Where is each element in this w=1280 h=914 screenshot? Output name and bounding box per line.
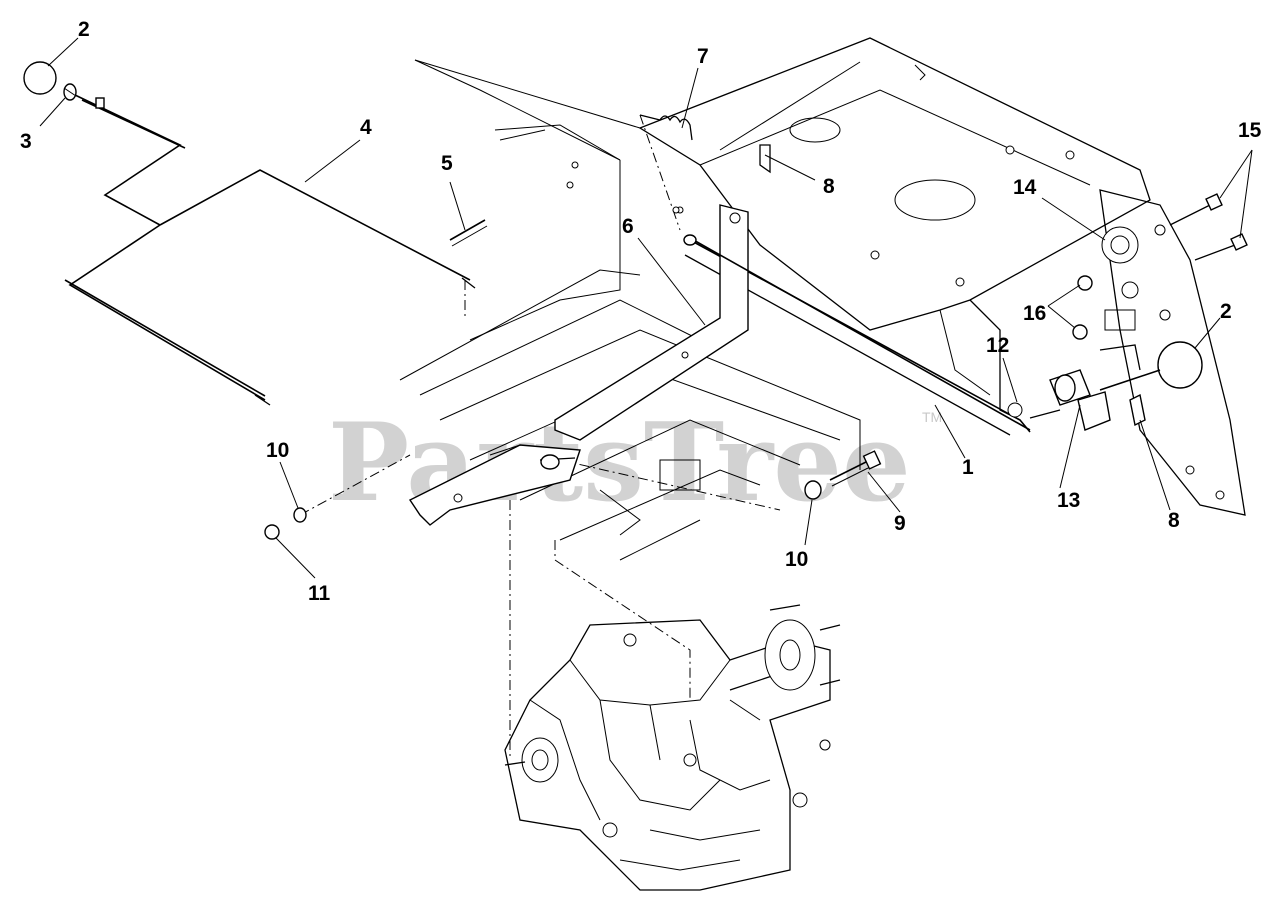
callout-16: 16 [1023,302,1046,325]
callout-13: 13 [1057,489,1080,512]
watermark-trademark: TM [922,409,942,425]
callout-1: 1 [962,456,974,479]
callout-14: 14 [1013,176,1037,199]
nuts-16 [1072,275,1093,340]
bolts-15 [1169,193,1248,261]
control-rod [689,237,1031,431]
callout-8-upper: 8 [823,175,835,198]
hardware-lower [264,450,882,540]
callout-7: 7 [697,45,709,68]
knob-upper-left [23,61,77,101]
callout-8-lower: 8 [1168,509,1180,532]
callout-11: 11 [308,582,331,605]
leader-lines [39,37,1253,579]
transmission [504,604,841,891]
spring [639,114,693,214]
callouts: 2 3 4 5 7 8 6 14 15 16 2 12 1 13 8 10 11… [20,18,1262,605]
callout-3: 3 [20,130,32,153]
control-rod-end [683,234,697,246]
callout-9: 9 [894,512,906,535]
callout-15: 15 [1238,119,1262,142]
clip-upper [759,144,771,174]
callout-10-right: 10 [785,548,808,571]
callout-6: 6 [622,215,634,238]
callout-12: 12 [986,334,1009,357]
callout-5: 5 [441,152,453,175]
callout-4: 4 [360,116,372,139]
control-lever [408,204,749,526]
callout-2-knob-left: 2 [78,18,90,41]
callout-2-knob-right: 2 [1220,300,1232,323]
right-linkage [1029,341,1203,431]
pin-edge [451,225,488,247]
pin [449,219,486,241]
assembly-lines [299,114,781,760]
lift-rod [64,94,476,406]
callout-10-left: 10 [266,439,289,462]
